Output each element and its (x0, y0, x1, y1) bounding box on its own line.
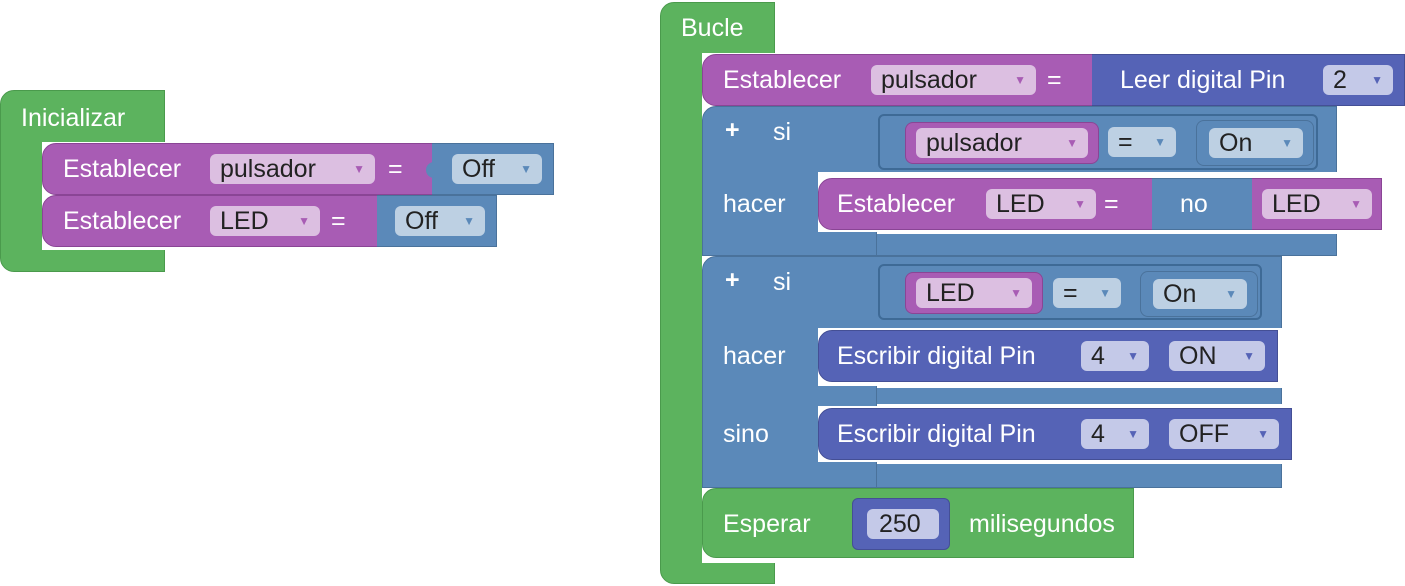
number-input[interactable]: 250 (867, 509, 939, 539)
if2-footer (702, 462, 877, 488)
if1-footer (702, 232, 877, 256)
variable-dropdown[interactable]: LED ▼ (210, 206, 320, 236)
triangle-down-icon: ▼ (353, 162, 365, 176)
set-verb-label: Establecer (723, 66, 842, 94)
read-digital-label: Leer digital Pin (1120, 66, 1286, 94)
triangle-down-icon: ▼ (1350, 197, 1362, 211)
hacer-label: hacer (723, 190, 786, 218)
value-dropdown[interactable]: On ▼ (1153, 279, 1247, 309)
triangle-down-icon: ▼ (1127, 349, 1139, 363)
variable-dropdown[interactable]: pulsador ▼ (916, 128, 1088, 158)
logic-not-block[interactable]: no (1152, 178, 1262, 230)
set-verb-label: Establecer (63, 155, 182, 183)
equals-label: = (331, 207, 346, 235)
equals-label: = (1047, 66, 1062, 94)
variable-dropdown[interactable]: LED ▼ (1262, 189, 1372, 219)
set-pulsador-block[interactable]: Establecer pulsador ▼ = (42, 143, 442, 195)
triangle-down-icon: ▼ (520, 162, 532, 176)
unit-label: milisegundos (969, 510, 1115, 538)
write-digital-pin-off-block[interactable]: Escribir digital Pin 4 ▼ OFF ▼ (818, 408, 1292, 460)
variable-dropdown[interactable]: LED ▼ (916, 278, 1032, 308)
inicializar-title: Inicializar (21, 104, 126, 132)
set-led-toggle-block[interactable]: Establecer LED ▼ = (818, 178, 1163, 230)
set-verb-label: Establecer (837, 190, 956, 218)
sino-label: sino (723, 420, 769, 448)
set-pulsador-read-block[interactable]: Establecer pulsador ▼ = (702, 54, 1102, 106)
hacer-label: hacer (723, 342, 786, 370)
value-dropdown[interactable]: Off ▼ (395, 206, 485, 236)
si-label: si (773, 268, 792, 296)
read-digital-pin-block[interactable]: Leer digital Pin 2 ▼ (1092, 54, 1405, 106)
if2-mid (702, 386, 877, 406)
triangle-down-icon: ▼ (1014, 73, 1026, 87)
write-digital-label: Escribir digital Pin (837, 420, 1036, 448)
variable-dropdown[interactable]: pulsador ▼ (871, 65, 1036, 95)
if1-condition-socket (878, 114, 1318, 170)
triangle-down-icon: ▼ (1127, 427, 1139, 441)
si-label: si (773, 118, 792, 146)
pin-dropdown[interactable]: 4 ▼ (1081, 419, 1149, 449)
write-digital-label: Escribir digital Pin (837, 342, 1036, 370)
set-led-block[interactable]: Establecer LED ▼ = (42, 195, 387, 247)
bucle-title: Bucle (681, 14, 744, 42)
variable-dropdown[interactable]: pulsador ▼ (210, 154, 375, 184)
if2-condition-socket (878, 264, 1262, 320)
pin-dropdown[interactable]: 4 ▼ (1081, 341, 1149, 371)
write-digital-pin-on-block[interactable]: Escribir digital Pin 4 ▼ ON ▼ (818, 330, 1278, 382)
triangle-down-icon: ▼ (1010, 286, 1022, 300)
level-dropdown[interactable]: OFF ▼ (1169, 419, 1279, 449)
triangle-down-icon: ▼ (1257, 427, 1269, 441)
compare-operator-dropdown[interactable]: = ▼ (1053, 278, 1121, 308)
value-dropdown[interactable]: Off ▼ (452, 154, 542, 184)
triangle-down-icon: ▼ (1099, 286, 1111, 300)
value-dropdown[interactable]: On ▼ (1209, 128, 1303, 158)
triangle-down-icon: ▼ (1371, 73, 1383, 87)
triangle-down-icon: ▼ (298, 214, 310, 228)
number-block[interactable]: 250 (852, 498, 950, 550)
plus-icon[interactable]: + (725, 266, 740, 294)
wait-label: Esperar (723, 510, 811, 538)
triangle-down-icon: ▼ (1074, 197, 1086, 211)
triangle-down-icon: ▼ (1225, 287, 1237, 301)
triangle-down-icon: ▼ (1281, 136, 1293, 150)
equals-label: = (1104, 190, 1119, 218)
value-on-block[interactable]: On ▼ (1196, 120, 1314, 166)
plus-icon[interactable]: + (725, 116, 740, 144)
var-pulsador-block[interactable]: pulsador ▼ (905, 122, 1099, 164)
level-dropdown[interactable]: ON ▼ (1169, 341, 1265, 371)
var-led-block[interactable]: LED ▼ (1252, 178, 1382, 230)
triangle-down-icon: ▼ (1243, 349, 1255, 363)
set-verb-label: Establecer (63, 207, 182, 235)
var-led-block[interactable]: LED ▼ (905, 272, 1043, 314)
pin-dropdown[interactable]: 2 ▼ (1323, 65, 1393, 95)
compare-operator-dropdown[interactable]: = ▼ (1108, 127, 1176, 157)
triangle-down-icon: ▼ (463, 214, 475, 228)
triangle-down-icon: ▼ (1154, 135, 1166, 149)
value-on-block[interactable]: On ▼ (1140, 271, 1258, 317)
value-off-block[interactable]: Off ▼ (426, 143, 554, 195)
variable-dropdown[interactable]: LED ▼ (986, 189, 1096, 219)
triangle-down-icon: ▼ (1066, 136, 1078, 150)
equals-label: = (388, 155, 403, 183)
value-off-block[interactable]: Off ▼ (377, 195, 497, 247)
not-label: no (1180, 190, 1208, 218)
